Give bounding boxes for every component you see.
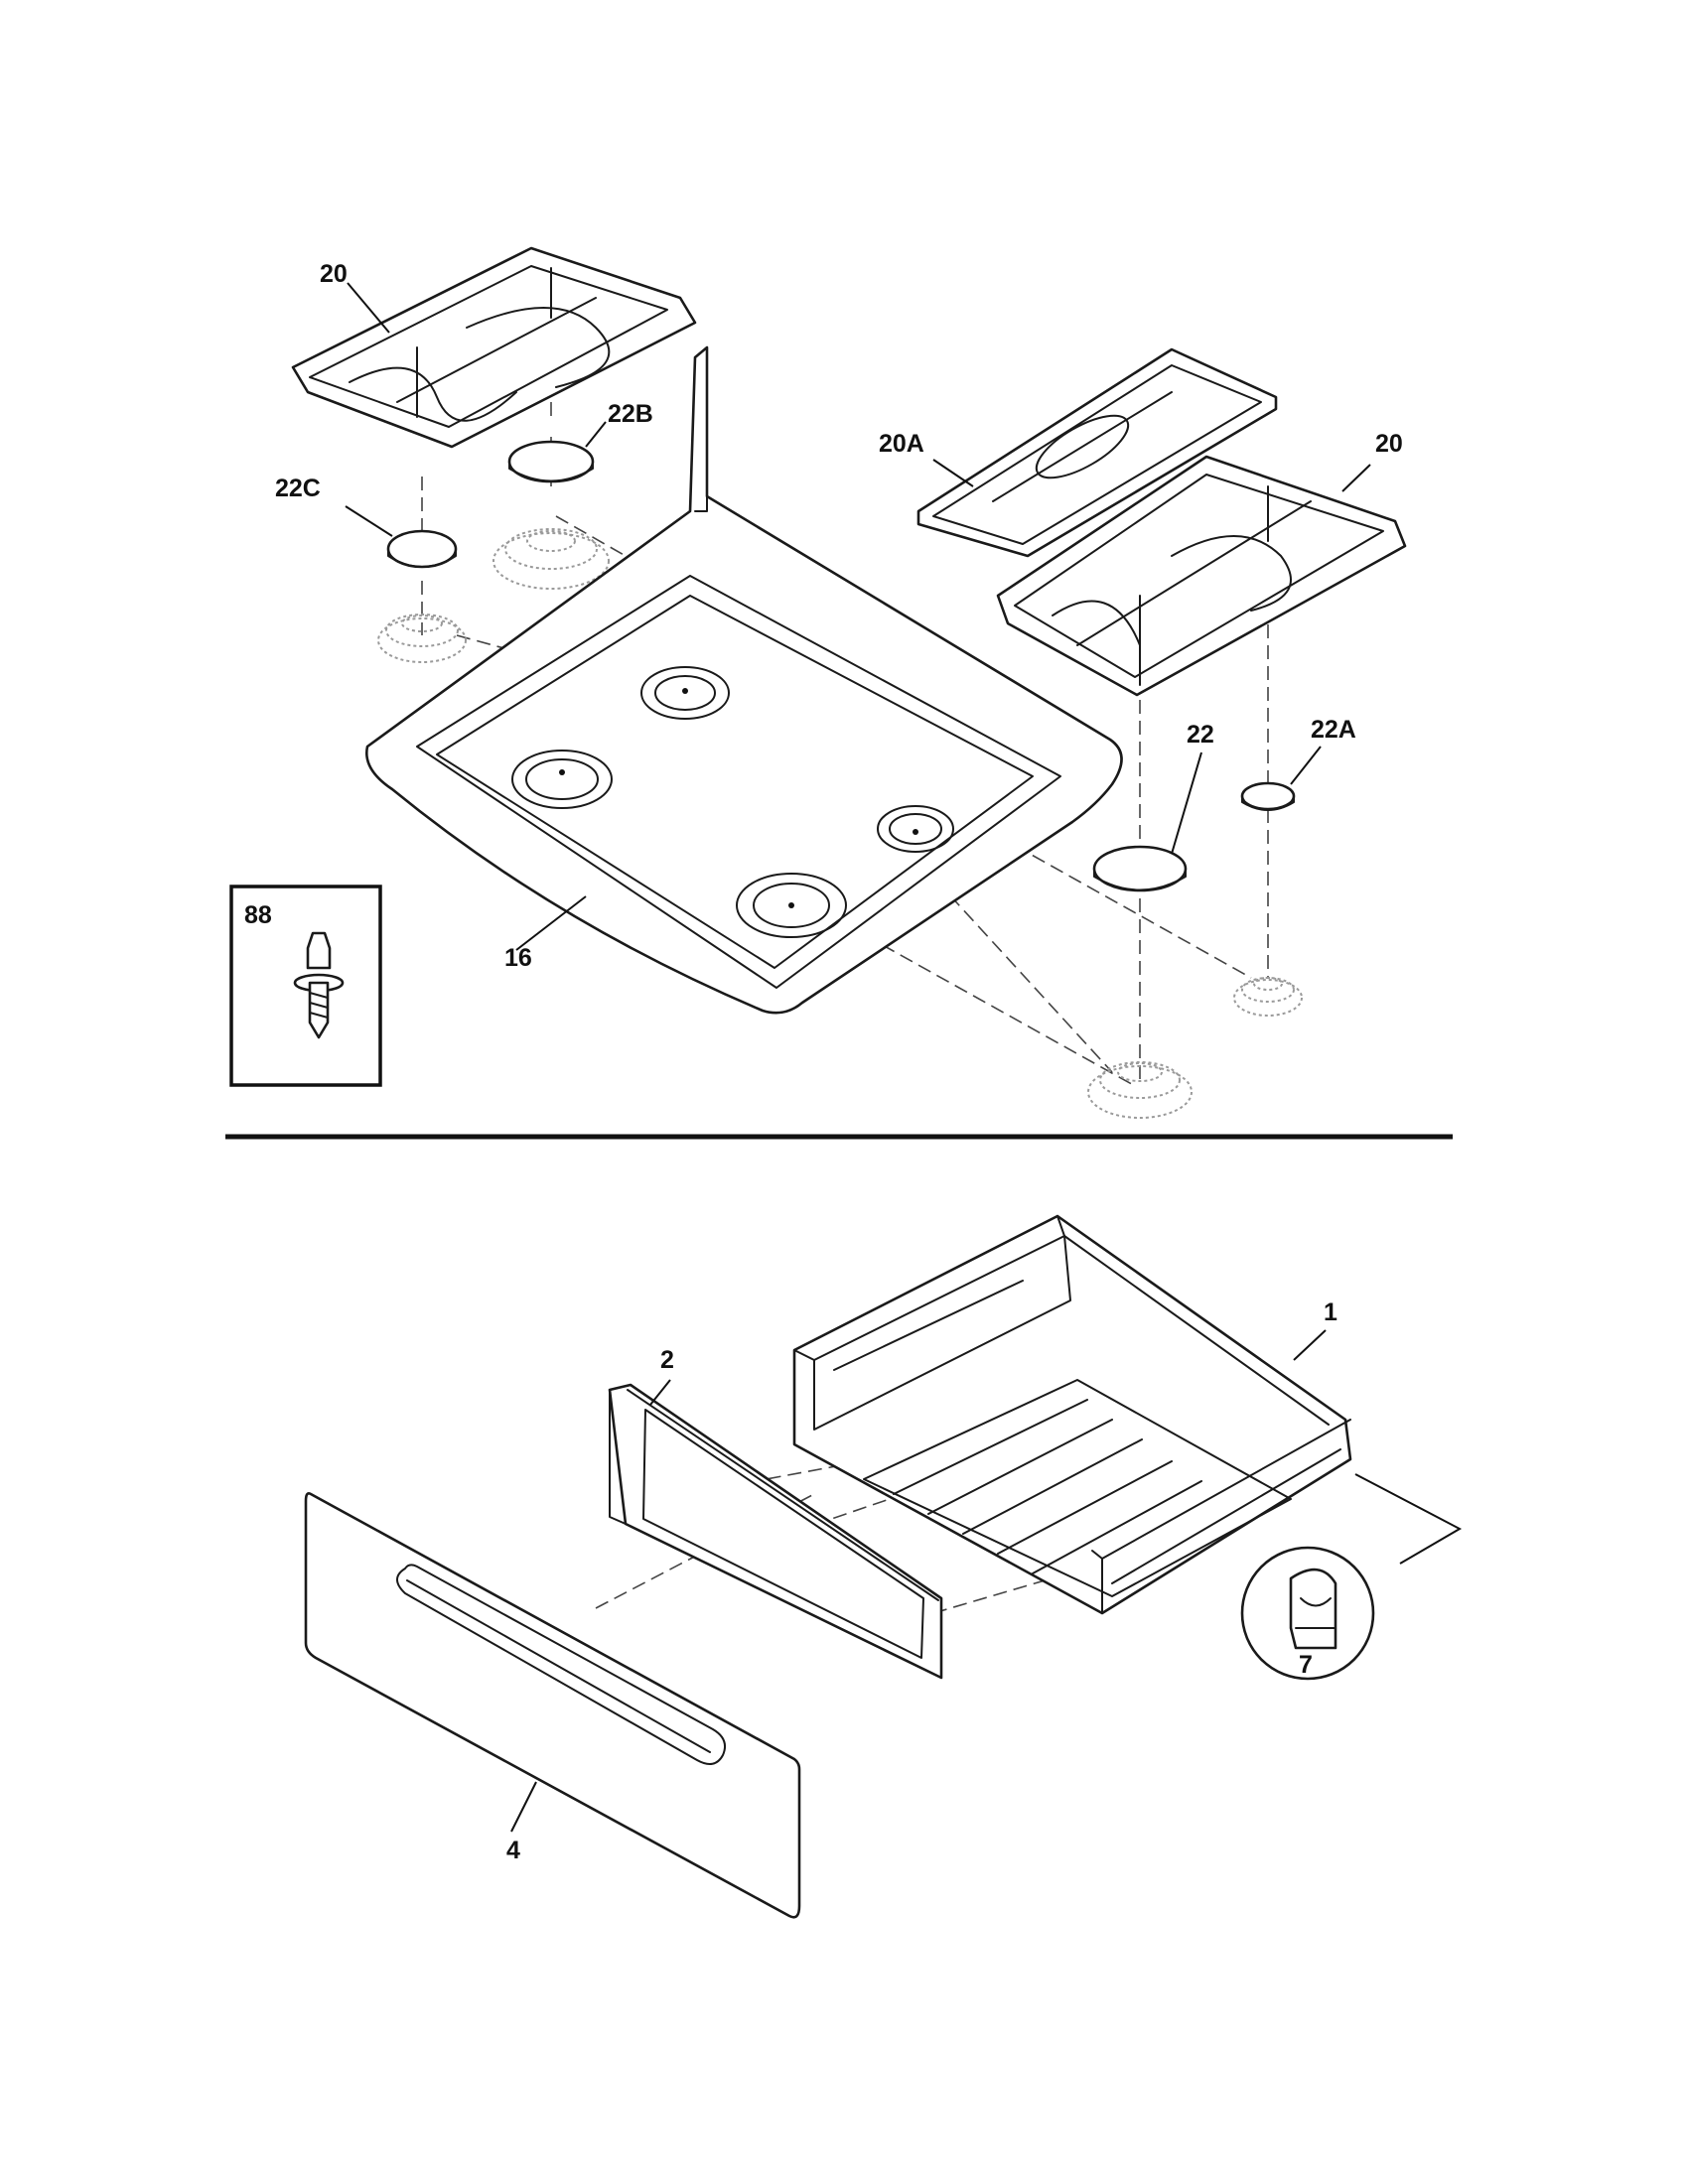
grate-20-right [996, 455, 1407, 697]
callout-20-left: 20 [320, 260, 348, 288]
burner-cap-22 [1092, 845, 1188, 892]
callout-1: 1 [1324, 1298, 1337, 1326]
burner-cap-22c [386, 529, 458, 569]
burner-base-22 [1087, 1061, 1193, 1119]
burner-base-22b [492, 528, 610, 590]
callout-22c: 22C [275, 475, 321, 502]
cooktop-16 [365, 345, 1123, 1015]
burner-cap-22a [1240, 781, 1296, 811]
callout-22: 22 [1187, 721, 1214, 749]
leaders-top [345, 282, 1371, 951]
burner-base-22a [1233, 977, 1303, 1017]
clip-7-inset [1240, 1473, 1463, 1681]
leaders-bottom [510, 1329, 1327, 1833]
burner-cap-22b [507, 440, 595, 483]
callout-7: 7 [1299, 1651, 1313, 1679]
callout-2: 2 [660, 1346, 674, 1374]
burner-base-22c [377, 614, 467, 663]
callout-88: 88 [244, 901, 272, 929]
callout-4: 4 [506, 1837, 520, 1864]
callout-16: 16 [504, 944, 532, 972]
callout-20-right: 20 [1375, 430, 1403, 458]
grate-20-left [291, 246, 697, 449]
grate-20a-center [916, 347, 1278, 558]
drawer-frame-1 [792, 1214, 1352, 1615]
drawer-front-4 [304, 1492, 801, 1919]
callout-22a: 22A [1311, 716, 1356, 744]
callout-22b: 22B [608, 400, 653, 428]
screw-88-inset [229, 885, 382, 1087]
callout-20a: 20A [879, 430, 924, 458]
drawer-panel-2 [608, 1383, 943, 1680]
